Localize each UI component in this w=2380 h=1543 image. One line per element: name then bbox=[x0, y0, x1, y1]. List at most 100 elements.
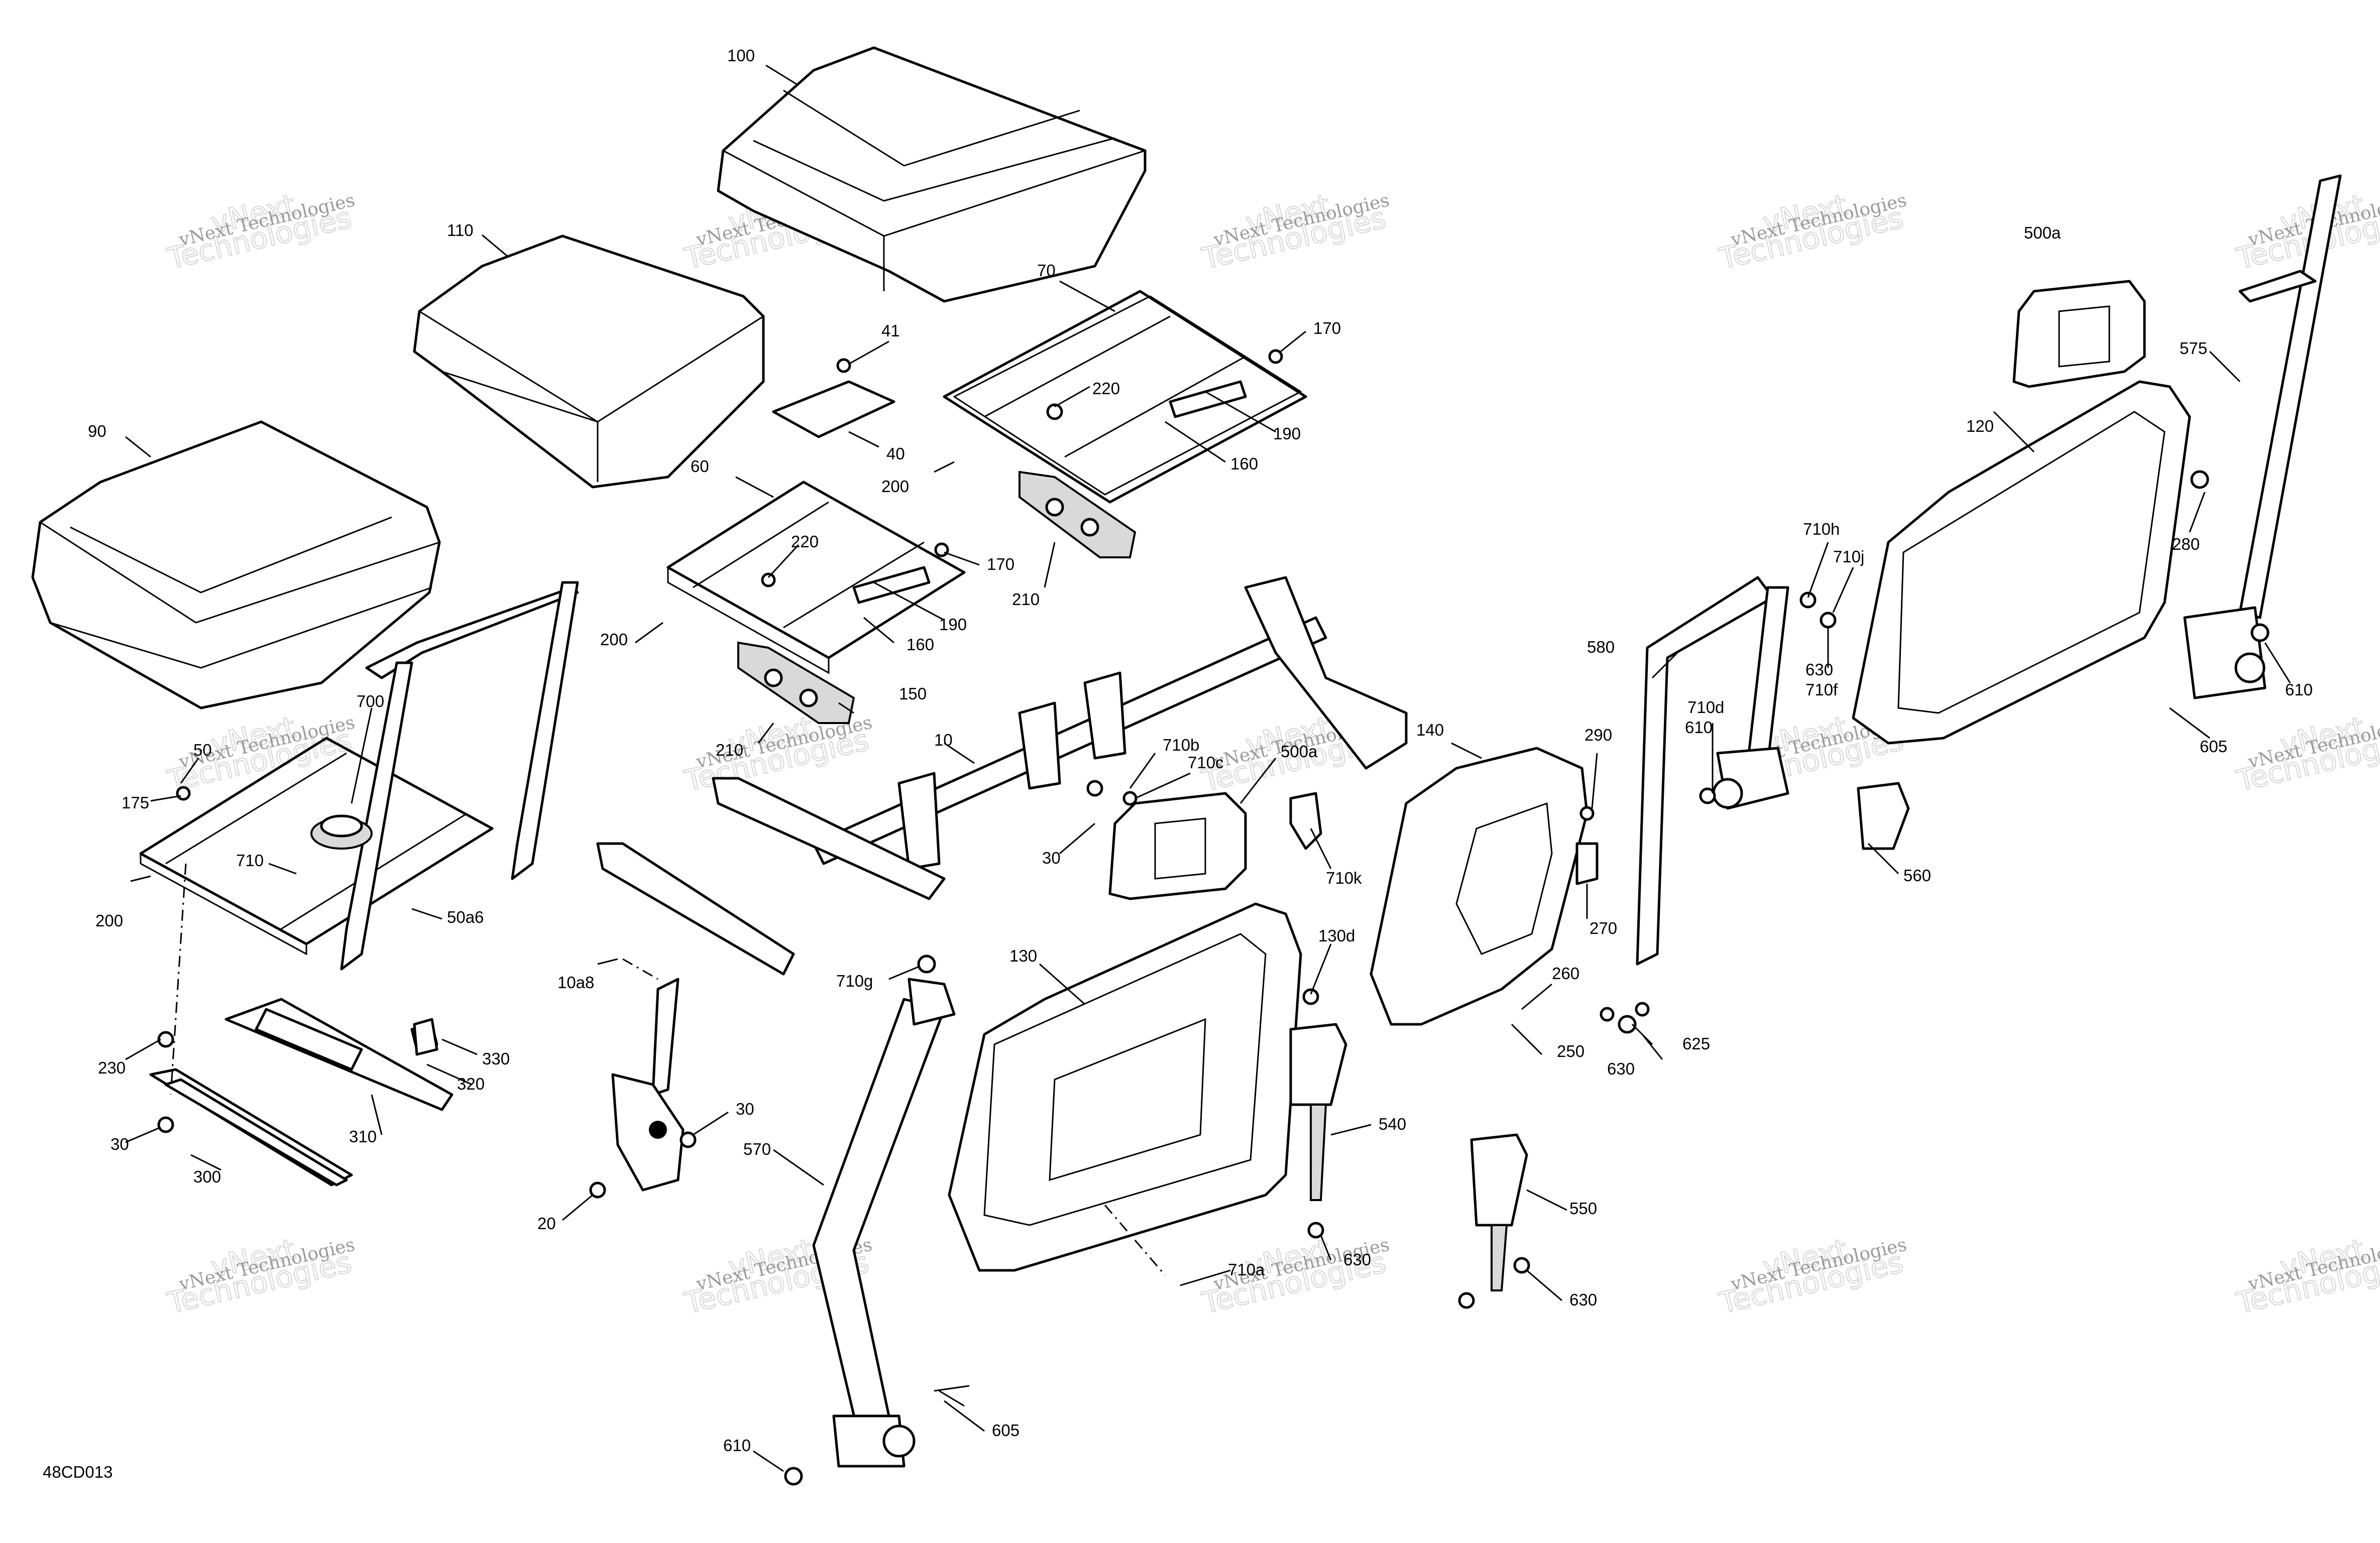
seat-belt-575 bbox=[2183, 174, 2342, 699]
label-700: 700 bbox=[357, 692, 384, 710]
label-210: 210 bbox=[1012, 590, 1040, 609]
label-560: 560 bbox=[1903, 866, 1931, 885]
label-320: 320 bbox=[457, 1075, 485, 1093]
label-140: 140 bbox=[1416, 721, 1444, 739]
label-130d: 130d bbox=[1318, 926, 1355, 945]
label-170: 170 bbox=[1313, 319, 1341, 337]
watermark: Technologies vNext vNext Technologies bbox=[1716, 187, 1909, 277]
leader-lines bbox=[125, 64, 2291, 1472]
watermark: Technologies vNext vNext Technologies bbox=[1716, 1232, 1909, 1321]
label-710f: 710f bbox=[1805, 680, 1838, 699]
label-110: 110 bbox=[447, 221, 474, 240]
headrest-500a-mid bbox=[1108, 792, 1247, 900]
label-270: 270 bbox=[1590, 919, 1617, 937]
label-570: 570 bbox=[743, 1140, 771, 1158]
label-330: 330 bbox=[482, 1049, 510, 1068]
label-540: 540 bbox=[1379, 1115, 1406, 1133]
part-labels: 100 110 90 70 170 220 41 40 200 190 160 … bbox=[88, 46, 2313, 1455]
label-605: 605 bbox=[992, 1421, 1019, 1440]
label-575: 575 bbox=[2180, 339, 2207, 358]
label-70: 70 bbox=[1037, 261, 1056, 280]
label-290: 290 bbox=[1584, 726, 1612, 744]
watermark: Technologies vNext vNext Technologies bbox=[2233, 709, 2380, 799]
watermark: Technologies vNext vNext Technologies bbox=[164, 1232, 357, 1321]
label-50: 50 bbox=[193, 741, 212, 759]
label-550: 550 bbox=[1569, 1199, 1597, 1218]
label-30: 30 bbox=[110, 1135, 129, 1153]
seat-frame-70 bbox=[943, 290, 1307, 558]
seat-frame-50 bbox=[139, 581, 579, 971]
watermark: Technologies vNext vNext Technologies bbox=[2233, 187, 2380, 277]
buckle-550 bbox=[1470, 1133, 1528, 1291]
label-120: 120 bbox=[1966, 417, 1994, 435]
label-710k: 710k bbox=[1326, 869, 1362, 887]
diagram-code: 48CD013 bbox=[43, 1463, 112, 1481]
label-710j: 710j bbox=[1833, 547, 1864, 566]
label-160: 160 bbox=[1230, 454, 1258, 473]
label-500a-mid: 500a bbox=[1281, 742, 1318, 761]
label-280: 280 bbox=[2172, 535, 2200, 553]
small-parts bbox=[157, 349, 2270, 1486]
label-625: 625 bbox=[1682, 1034, 1710, 1053]
label-630: 630 bbox=[1569, 1290, 1597, 1309]
watermark: Technologies vNext vNext Technologies bbox=[2233, 1232, 2380, 1321]
label-250: 250 bbox=[1557, 1042, 1584, 1060]
label-200: 200 bbox=[881, 477, 909, 496]
label-170: 170 bbox=[987, 555, 1014, 573]
label-220: 220 bbox=[1092, 379, 1120, 398]
watermark: Technologies vNext vNext Technologies bbox=[164, 709, 357, 799]
label-190: 190 bbox=[1273, 424, 1301, 443]
label-605: 605 bbox=[2200, 737, 2227, 756]
label-580: 580 bbox=[1587, 638, 1615, 656]
watermark: Technologies vNext vNext Technologies bbox=[1198, 1232, 1392, 1321]
label-300: 300 bbox=[193, 1167, 221, 1186]
label-90: 90 bbox=[88, 422, 106, 440]
assembly-line-710a bbox=[1104, 1205, 1166, 1276]
buckle-540 bbox=[1289, 1023, 1347, 1201]
label-10a8: 10a8 bbox=[557, 973, 594, 992]
label-41: 41 bbox=[881, 321, 900, 340]
label-710c: 710c bbox=[1188, 753, 1224, 772]
label-220: 220 bbox=[791, 532, 819, 551]
label-10: 10 bbox=[934, 731, 953, 749]
seat-leg-bracket bbox=[611, 978, 685, 1192]
label-150: 150 bbox=[899, 684, 927, 703]
label-230: 230 bbox=[98, 1058, 126, 1077]
backrest-130 bbox=[948, 902, 1302, 1272]
seat-cushion-110 bbox=[413, 234, 765, 489]
label-710: 710 bbox=[236, 851, 264, 870]
label-200: 200 bbox=[95, 911, 123, 930]
seat-belt-570 bbox=[812, 978, 956, 1468]
label-200: 200 bbox=[600, 630, 628, 649]
label-50a6: 50a6 bbox=[447, 908, 484, 926]
label-710h: 710h bbox=[1803, 520, 1840, 538]
seat-belt-580 bbox=[1636, 576, 1789, 966]
label-40: 40 bbox=[886, 444, 905, 463]
label-710d: 710d bbox=[1687, 698, 1724, 717]
label-100: 100 bbox=[727, 46, 755, 65]
seat-slider-300 bbox=[149, 1068, 353, 1186]
label-630: 630 bbox=[1805, 660, 1833, 679]
label-30: 30 bbox=[736, 1100, 754, 1118]
assembly-line-50-300 bbox=[170, 863, 187, 1095]
seat-cushion-100 bbox=[717, 46, 1147, 303]
label-610: 610 bbox=[723, 1436, 751, 1455]
label-160: 160 bbox=[906, 635, 934, 654]
label-30: 30 bbox=[1042, 849, 1061, 867]
label-630: 630 bbox=[1343, 1250, 1371, 1269]
label-710b: 710b bbox=[1163, 736, 1199, 754]
label-630: 630 bbox=[1607, 1059, 1635, 1078]
seat-frame-60 bbox=[666, 481, 966, 724]
label-190: 190 bbox=[939, 615, 967, 634]
label-610: 610 bbox=[1685, 718, 1713, 737]
label-710a: 710a bbox=[1228, 1260, 1265, 1279]
buckle-560 bbox=[1857, 782, 1910, 850]
label-310: 310 bbox=[349, 1127, 377, 1146]
label-500a-top: 500a bbox=[2024, 223, 2061, 242]
cross-member-10 bbox=[596, 576, 1408, 976]
backrest-120 bbox=[1852, 380, 2191, 745]
assembly-line-10a8 bbox=[622, 958, 658, 980]
watermark: Technologies vNext vNext Technologies bbox=[1198, 187, 1392, 277]
cover-plate-40 bbox=[772, 380, 895, 438]
